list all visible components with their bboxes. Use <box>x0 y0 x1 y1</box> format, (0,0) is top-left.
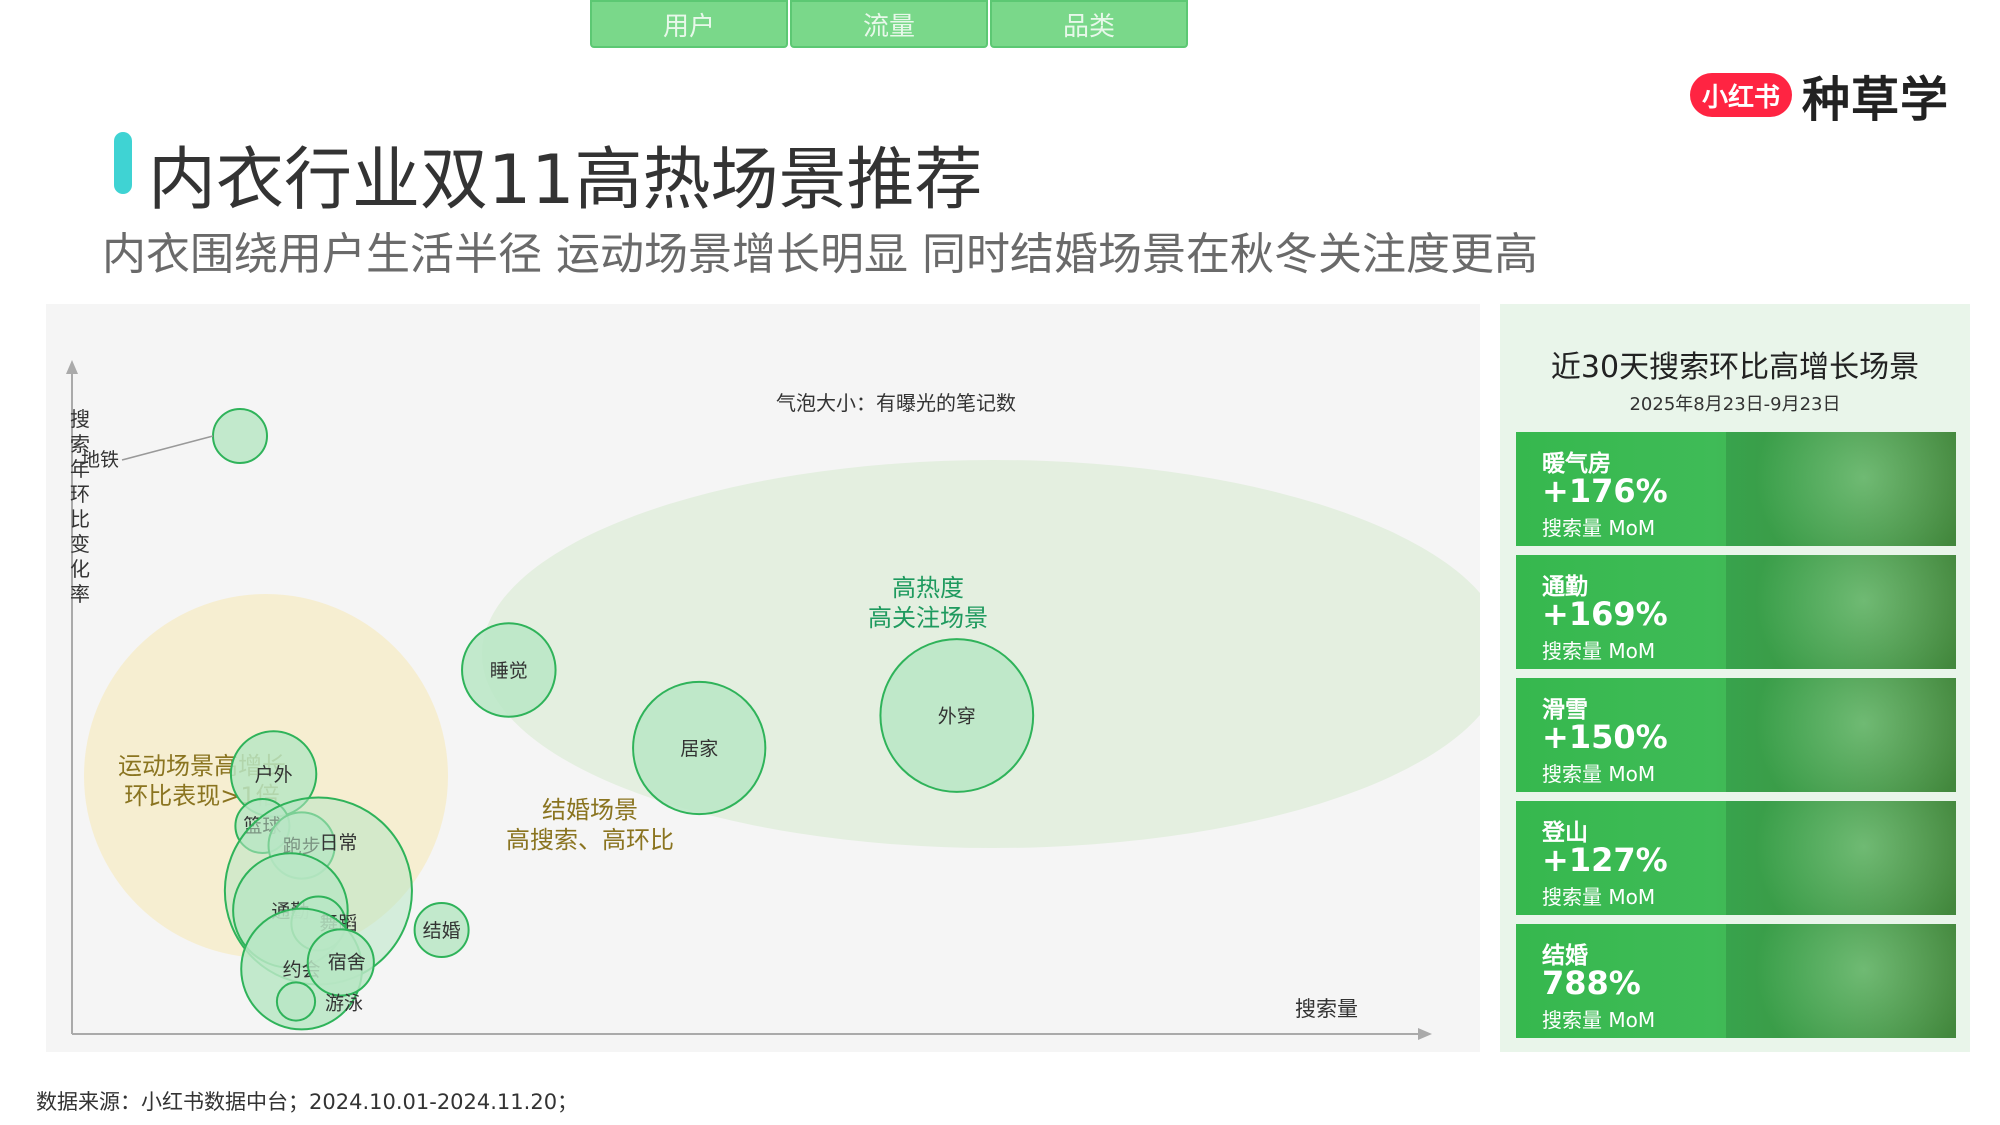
xiaohongshu-badge: 小红书 <box>1690 73 1793 117</box>
x-axis-arrow <box>1418 1028 1432 1040</box>
bubble-label-睡觉: 睡觉 <box>490 660 528 682</box>
annotation-ellipse-label: 高热度 <box>892 574 964 602</box>
page-title: 内衣行业双11高热场景推荐 <box>148 141 983 220</box>
scene-photo <box>1726 555 1956 669</box>
page-subtitle: 内衣围绕用户生活半径 运动场景增长明显 同时结婚场景在秋冬关注度更高 <box>102 229 1538 280</box>
leader-line-地铁 <box>121 435 214 461</box>
scene-metric: 搜索量 MoM <box>1542 885 1656 909</box>
scene-growth: 788% <box>1542 964 1641 1002</box>
scene-card: 通勤 +169% 搜索量 MoM <box>1516 555 1956 669</box>
scene-card: 结婚 788% 搜索量 MoM <box>1516 924 1956 1038</box>
bubble-睡觉 <box>461 622 557 718</box>
side-date: 2025年8月23日-9月23日 <box>1629 394 1841 415</box>
scene-name: 通勤 <box>1542 574 1588 600</box>
scene-photo <box>1726 924 1956 1038</box>
data-source: 数据来源：小红书数据中台；2024.10.01-2024.11.20； <box>36 1090 579 1114</box>
scene-metric: 搜索量 MoM <box>1542 1008 1656 1032</box>
scene-card: 登山 +127% 搜索量 MoM <box>1516 801 1956 915</box>
scene-metric: 搜索量 MoM <box>1542 639 1656 663</box>
brand-logo: 小红书 种草学 <box>1690 60 1949 130</box>
bubble-label-居家: 居家 <box>680 738 718 760</box>
bubble-layer: 地铁睡觉居家外穿结婚户外篮球跑步日常通勤舞蹈约会宿舍游泳 <box>81 408 1035 1031</box>
scene-photo <box>1726 801 1956 915</box>
annotation-wedding-label: 结婚场景 <box>542 796 638 824</box>
scene-growth: +169% <box>1542 595 1668 633</box>
tab-traffic[interactable]: 流量 <box>790 0 988 48</box>
tab-category[interactable]: 品类 <box>990 0 1188 48</box>
bubble-label-日常: 日常 <box>319 832 357 854</box>
bubble-宿舍 <box>306 928 375 997</box>
annotation-ellipse-label: 高关注场景 <box>868 604 988 632</box>
bubble-地铁 <box>212 408 268 464</box>
scene-metric: 搜索量 MoM <box>1542 516 1656 540</box>
bubble-size-note: 气泡大小：有曝光的笔记数 <box>776 391 1016 415</box>
scene-name: 暖气房 <box>1542 451 1611 477</box>
scene-name: 滑雪 <box>1542 697 1588 723</box>
title-accent-bar <box>114 132 132 194</box>
scene-photo <box>1726 432 1956 546</box>
bubble-结婚 <box>413 902 470 958</box>
scene-metric: 搜索量 MoM <box>1542 762 1656 786</box>
tab-bar: 用户 流量 品类 <box>590 0 1188 48</box>
bubble-chart: 搜索年环比变化率 搜索量 气泡大小：有曝光的笔记数 高热度高关注场景运动场景高增… <box>66 360 1480 1040</box>
scene-growth: +127% <box>1542 841 1668 879</box>
annotation-layer: 高热度高关注场景运动场景高增长环比表现>1倍结婚场景高搜索、高环比 <box>118 574 988 854</box>
scene-growth: +150% <box>1542 718 1668 756</box>
bubble-label-结婚: 结婚 <box>423 920 461 942</box>
bubble-居家 <box>632 680 767 816</box>
bubble-label-外穿: 外穿 <box>938 706 976 728</box>
bubble-label-户外: 户外 <box>255 764 293 786</box>
brand-name: 种草学 <box>1802 72 1950 128</box>
annotation-wedding-label: 高搜索、高环比 <box>506 826 674 854</box>
scene-growth: +176% <box>1542 472 1668 510</box>
x-axis-label: 搜索量 <box>1295 997 1358 1021</box>
bubble-游泳 <box>275 981 317 1022</box>
scene-card: 暖气房 +176% 搜索量 MoM <box>1516 432 1956 546</box>
y-axis-arrow <box>66 360 78 374</box>
scene-name: 结婚 <box>1542 943 1588 969</box>
scene-photo <box>1726 678 1956 792</box>
scene-card: 滑雪 +150% 搜索量 MoM <box>1516 678 1956 792</box>
side-title: 近30天搜索环比高增长场景 <box>1550 350 1920 385</box>
tab-users[interactable]: 用户 <box>590 0 788 48</box>
y-axis-label: 搜索年环比变化率 <box>70 407 90 606</box>
bubble-label-游泳: 游泳 <box>325 993 363 1015</box>
side-panel: 近30天搜索环比高增长场景 2025年8月23日-9月23日 暖气房 +176%… <box>1500 304 1970 1052</box>
bubble-label-地铁: 地铁 <box>81 449 119 471</box>
scene-name: 登山 <box>1542 820 1588 846</box>
bubble-外穿 <box>879 638 1035 793</box>
bubble-label-宿舍: 宿舍 <box>328 952 366 974</box>
